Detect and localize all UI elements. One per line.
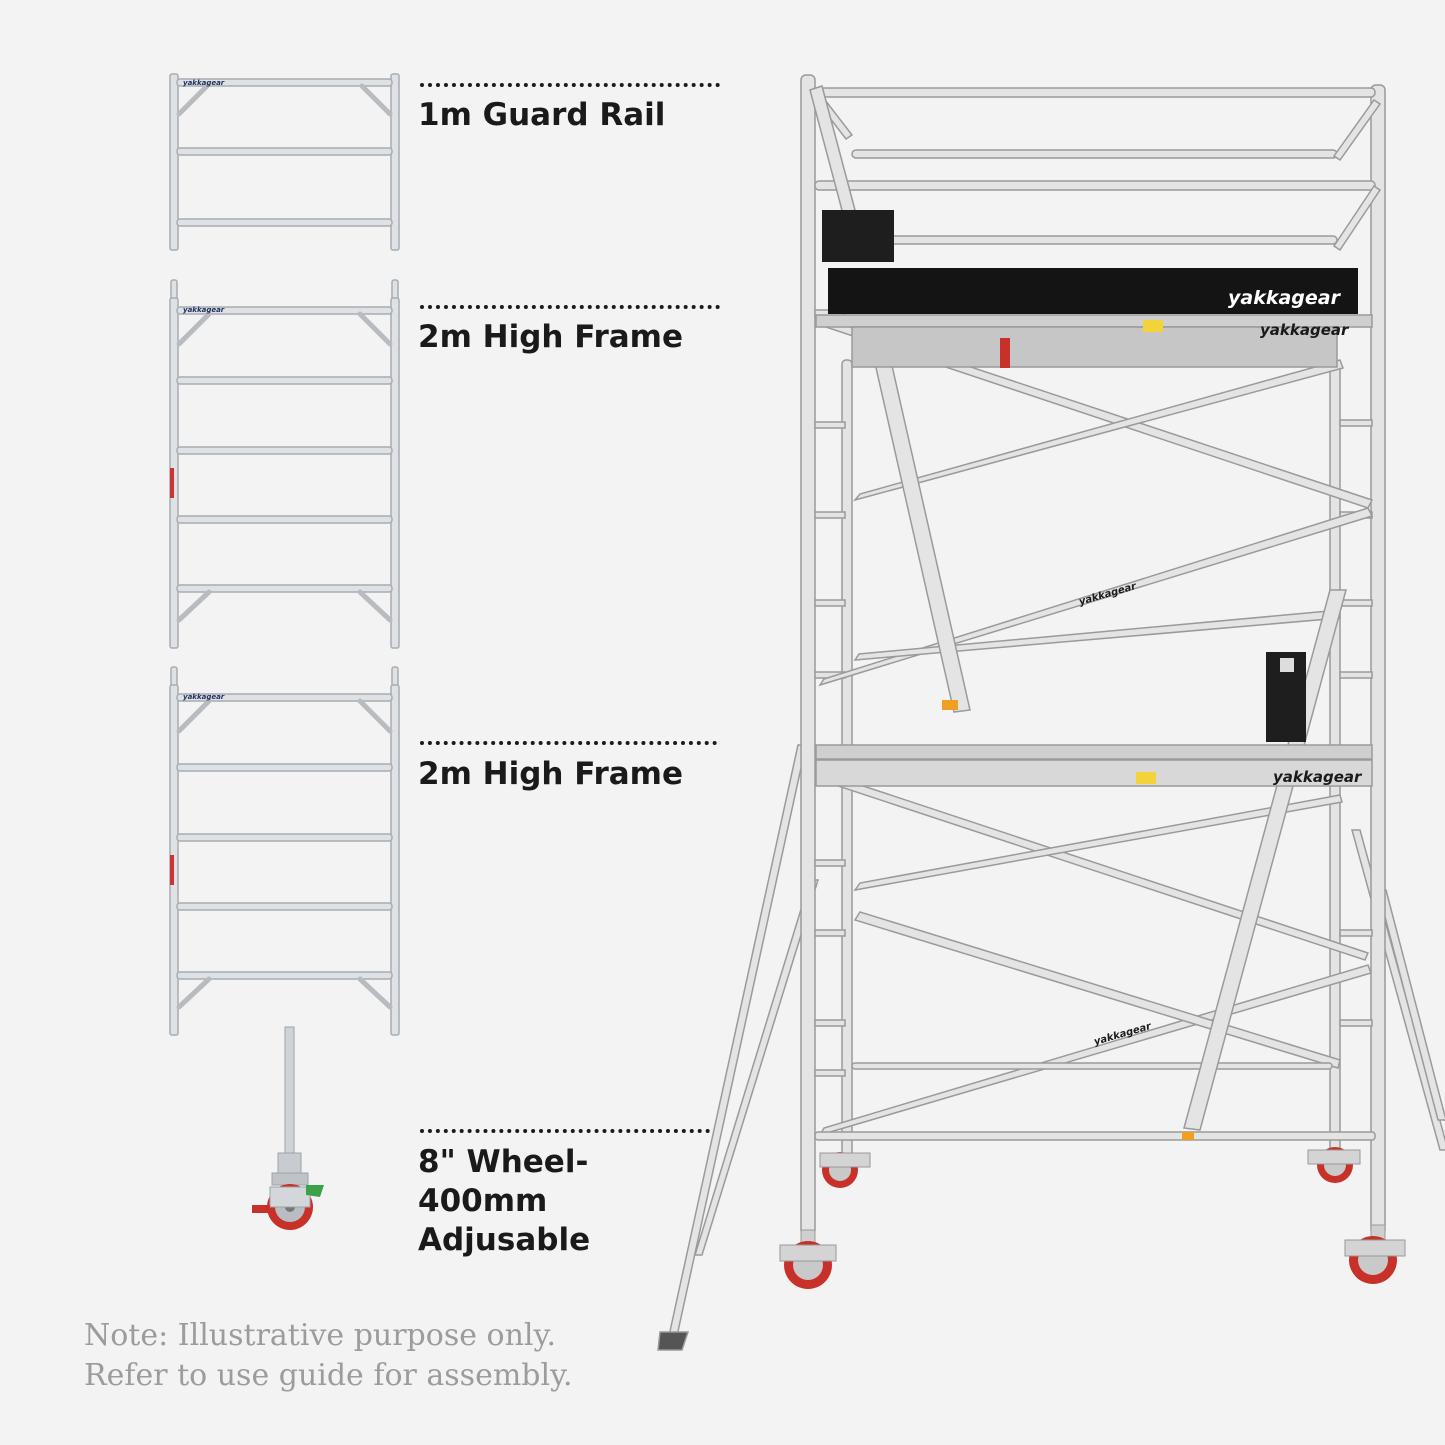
brace-brand-upper: yakkagear [1078, 581, 1139, 608]
frame-brand: yakkagear [183, 79, 225, 87]
high-frame-label-2: 2m High Frame [418, 756, 684, 792]
wheel-label: 8" Wheel- 400mm Adjusable [418, 1143, 590, 1260]
note-line-2: Refer to use guide for assembly. [84, 1358, 573, 1393]
deck-brand-upper: yakkagear [1260, 321, 1350, 339]
castor-wheel-front-right-icon [1344, 1224, 1406, 1284]
frame-brand: yakkagear [183, 693, 225, 701]
castor-wheel-rear-right-icon [1307, 1147, 1361, 1183]
ladder-frame-icon: yakkagear [169, 666, 400, 1036]
deck-brand-lower: yakkagear [1273, 768, 1363, 786]
wheel-leader [420, 1129, 710, 1133]
frame-leader-2 [420, 741, 717, 745]
assembly-note: Note: Illustrative purpose only. Refer t… [84, 1316, 573, 1396]
scaffold-tower-illustration: yakkagear yakkagear yakkagear yakkagear … [657, 74, 1445, 1351]
guard-rail-frame-icon: yakkagear [169, 73, 400, 251]
guard-rail-leader [420, 83, 720, 87]
high-frame-label-1: 2m High Frame [418, 319, 684, 355]
note-line-1: Note: Illustrative purpose only. [84, 1318, 556, 1353]
frame-leader-1 [420, 305, 720, 309]
toeboard-brand: yakkagear [1228, 287, 1342, 309]
castor-wheel-rear-left-icon [819, 1152, 871, 1188]
frame-brand: yakkagear [183, 306, 225, 314]
guard-rail-label: 1m Guard Rail [418, 97, 666, 133]
wheel-label-line-1: 8" Wheel- [418, 1144, 589, 1180]
castor-wheel-front-left-icon [779, 1229, 837, 1289]
castor-wheel-icon [252, 1026, 324, 1230]
wheel-label-line-3: Adjusable [418, 1222, 591, 1258]
ladder-frame-icon: yakkagear [169, 279, 400, 649]
wheel-label-line-2: 400mm [418, 1183, 548, 1219]
